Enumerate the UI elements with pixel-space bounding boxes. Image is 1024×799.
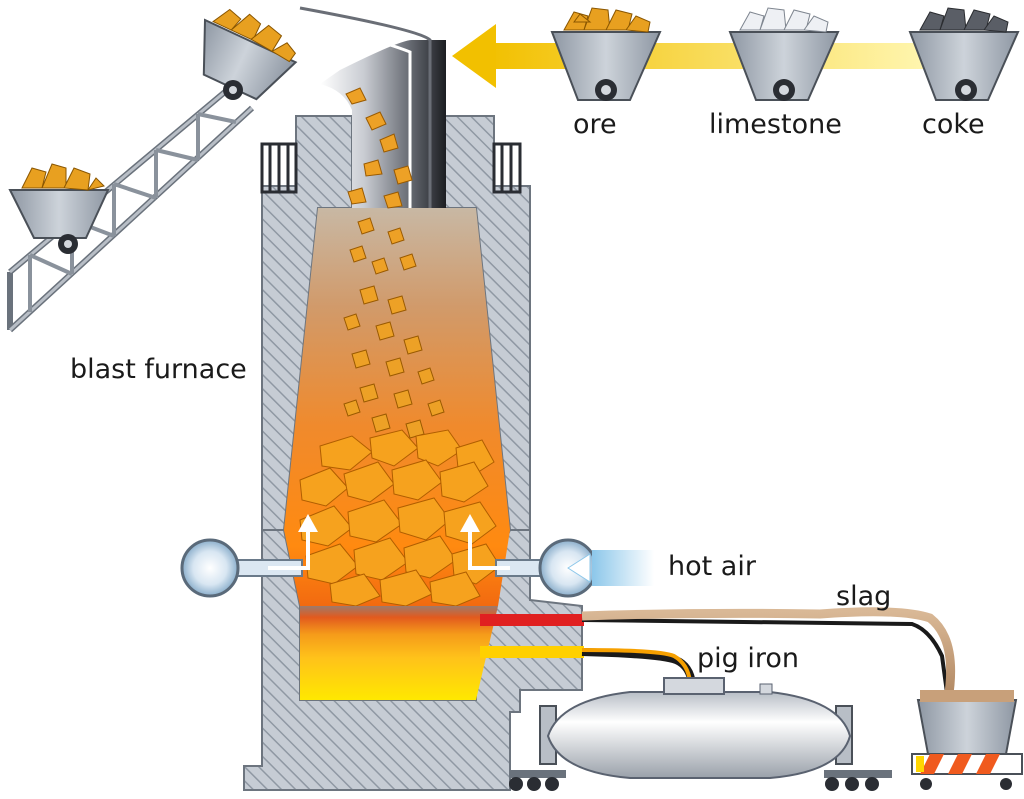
label-ore: ore [573, 109, 617, 140]
hot-air-inlet [567, 550, 654, 586]
up-arrow-right-icon [460, 514, 510, 570]
up-arrow-left-icon [268, 514, 318, 570]
slag-car-icon [911, 690, 1023, 790]
coke-cart-icon [908, 7, 1020, 101]
label-hot-air: hot air [668, 551, 756, 582]
label-pig-iron: pig iron [697, 643, 800, 674]
iron-runner [480, 646, 696, 685]
feed-arrow [452, 24, 928, 88]
slag-runner [480, 607, 956, 701]
label-coke: coke [922, 109, 985, 140]
hearth [300, 606, 498, 700]
label-blast-furnace: blast furnace [70, 354, 247, 385]
furnace-interior [284, 208, 510, 606]
conveyor-icon [7, 8, 298, 333]
torpedo-car-icon [509, 677, 892, 791]
limestone-cart-icon [728, 7, 840, 101]
falling-ore [343, 87, 445, 439]
label-slag: slag [836, 581, 892, 612]
ore-cart-icon [550, 7, 662, 101]
label-limestone: limestone [709, 109, 842, 140]
ore-bed [299, 429, 501, 607]
